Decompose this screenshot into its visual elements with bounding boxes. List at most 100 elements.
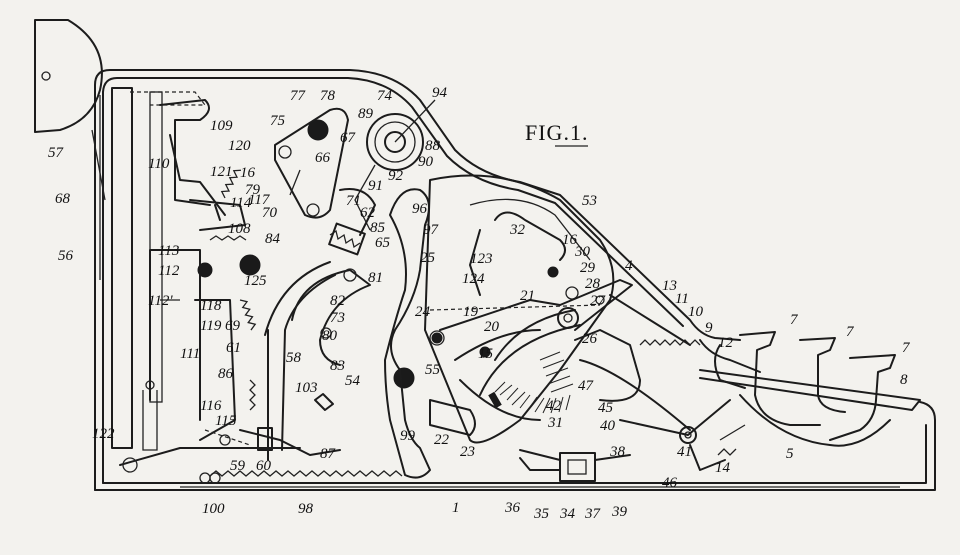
ref-57: 57 xyxy=(48,145,65,161)
ref-16b: 16 xyxy=(562,232,578,248)
ref-125: 125 xyxy=(244,273,267,289)
pivot-arm-26 xyxy=(557,279,691,346)
ref-56: 56 xyxy=(58,248,74,264)
ref-82: 82 xyxy=(330,293,346,309)
ribbon-box-35 xyxy=(519,449,631,482)
ref-41: 41 xyxy=(677,444,692,460)
ref-121: 121 xyxy=(210,164,233,180)
ref-22: 22 xyxy=(434,432,450,448)
ref-27: 27 xyxy=(590,293,607,309)
ref-91: 91 xyxy=(368,178,383,194)
ref-113: 113 xyxy=(158,243,179,259)
sector-80 xyxy=(264,261,371,461)
ref-109: 109 xyxy=(210,118,233,134)
ref-99: 99 xyxy=(400,428,416,444)
ref-84: 84 xyxy=(265,231,281,247)
ref-24: 24 xyxy=(415,304,431,320)
ref-122: 122 xyxy=(92,426,115,442)
ref-67: 67 xyxy=(340,130,357,146)
ref-1: 1 xyxy=(452,500,460,516)
link-75 xyxy=(274,107,349,219)
ref-15: 15 xyxy=(478,346,494,362)
ref-80: 80 xyxy=(322,328,338,344)
ref-83: 83 xyxy=(330,358,345,374)
ref-25: 25 xyxy=(420,250,436,266)
ref-53: 53 xyxy=(582,193,597,209)
ref-96: 96 xyxy=(412,201,428,217)
ref-59: 59 xyxy=(230,458,246,474)
ref-111: 111 xyxy=(180,346,200,362)
ref-118: 118 xyxy=(200,298,222,314)
pulley-94 xyxy=(354,99,436,231)
ref-79: 79 xyxy=(245,182,261,198)
ref-88: 88 xyxy=(425,138,441,154)
ref-85: 85 xyxy=(370,220,386,236)
ref-81: 81 xyxy=(368,270,383,286)
ref-77: 77 xyxy=(290,88,307,104)
ref-114: 114 xyxy=(230,195,252,211)
shafts xyxy=(197,119,559,389)
ref-78: 78 xyxy=(320,88,336,104)
ref-38: 38 xyxy=(609,444,626,460)
ref-37: 37 xyxy=(584,506,602,522)
ref-100: 100 xyxy=(202,501,225,517)
ref-26: 26 xyxy=(582,331,598,347)
figure-title: FIG.1. xyxy=(525,120,588,145)
ref-7c: 7 xyxy=(902,340,911,356)
ref-5: 5 xyxy=(786,446,794,462)
ref-112: 112 xyxy=(158,263,180,279)
ref-55: 55 xyxy=(425,362,441,378)
ref-97: 97 xyxy=(423,222,440,238)
ref-68: 68 xyxy=(55,191,71,207)
ref-115: 115 xyxy=(215,413,237,429)
ref-103: 103 xyxy=(295,380,318,396)
ref-46: 46 xyxy=(662,475,678,491)
central-quadrant xyxy=(424,174,615,444)
ref-124: 124 xyxy=(462,271,485,287)
ref-13: 13 xyxy=(662,278,677,294)
ref-23: 23 xyxy=(460,444,475,460)
ref-66: 66 xyxy=(315,150,331,166)
ref-116: 116 xyxy=(200,398,222,414)
ref-119: 119 xyxy=(200,318,222,334)
ref-36: 36 xyxy=(504,500,521,516)
ref-21: 21 xyxy=(520,288,535,304)
ref-7b: 7 xyxy=(846,324,855,340)
ref-65: 65 xyxy=(375,235,391,251)
ref-8: 8 xyxy=(900,372,908,388)
ref-20: 20 xyxy=(484,319,500,335)
ref-120: 120 xyxy=(228,138,251,154)
ref-14: 14 xyxy=(715,460,731,476)
ref-94: 94 xyxy=(432,85,448,101)
paper-roll xyxy=(34,19,106,280)
ref-40: 40 xyxy=(600,418,616,434)
ref-86: 86 xyxy=(218,366,234,382)
ref-117: 117 xyxy=(248,192,271,208)
ref-7a: 7 xyxy=(790,312,799,328)
ref-32: 32 xyxy=(509,222,526,238)
ref-62: 62 xyxy=(360,205,376,221)
ref-69: 69 xyxy=(225,318,241,334)
ref-71: 71 xyxy=(346,193,361,209)
ref-12: 12 xyxy=(718,335,734,351)
ref-11: 11 xyxy=(675,291,689,307)
machine-casing xyxy=(94,69,936,491)
ref-123: 123 xyxy=(470,251,493,267)
ref-70: 70 xyxy=(262,205,278,221)
link-41 xyxy=(619,399,746,471)
ref-58: 58 xyxy=(286,350,302,366)
ref-39: 39 xyxy=(611,504,628,520)
ref-28: 28 xyxy=(585,276,601,292)
ref-90: 90 xyxy=(418,154,434,170)
ref-4: 4 xyxy=(625,258,633,274)
ref-54: 54 xyxy=(345,373,361,389)
ref-42: 42 xyxy=(546,398,562,414)
ref-60: 60 xyxy=(256,458,272,474)
ref-74: 74 xyxy=(377,88,393,104)
ref-73: 73 xyxy=(330,310,345,326)
ref-89: 89 xyxy=(358,106,374,122)
ref-98: 98 xyxy=(298,501,314,517)
ref-30: 30 xyxy=(574,244,591,260)
